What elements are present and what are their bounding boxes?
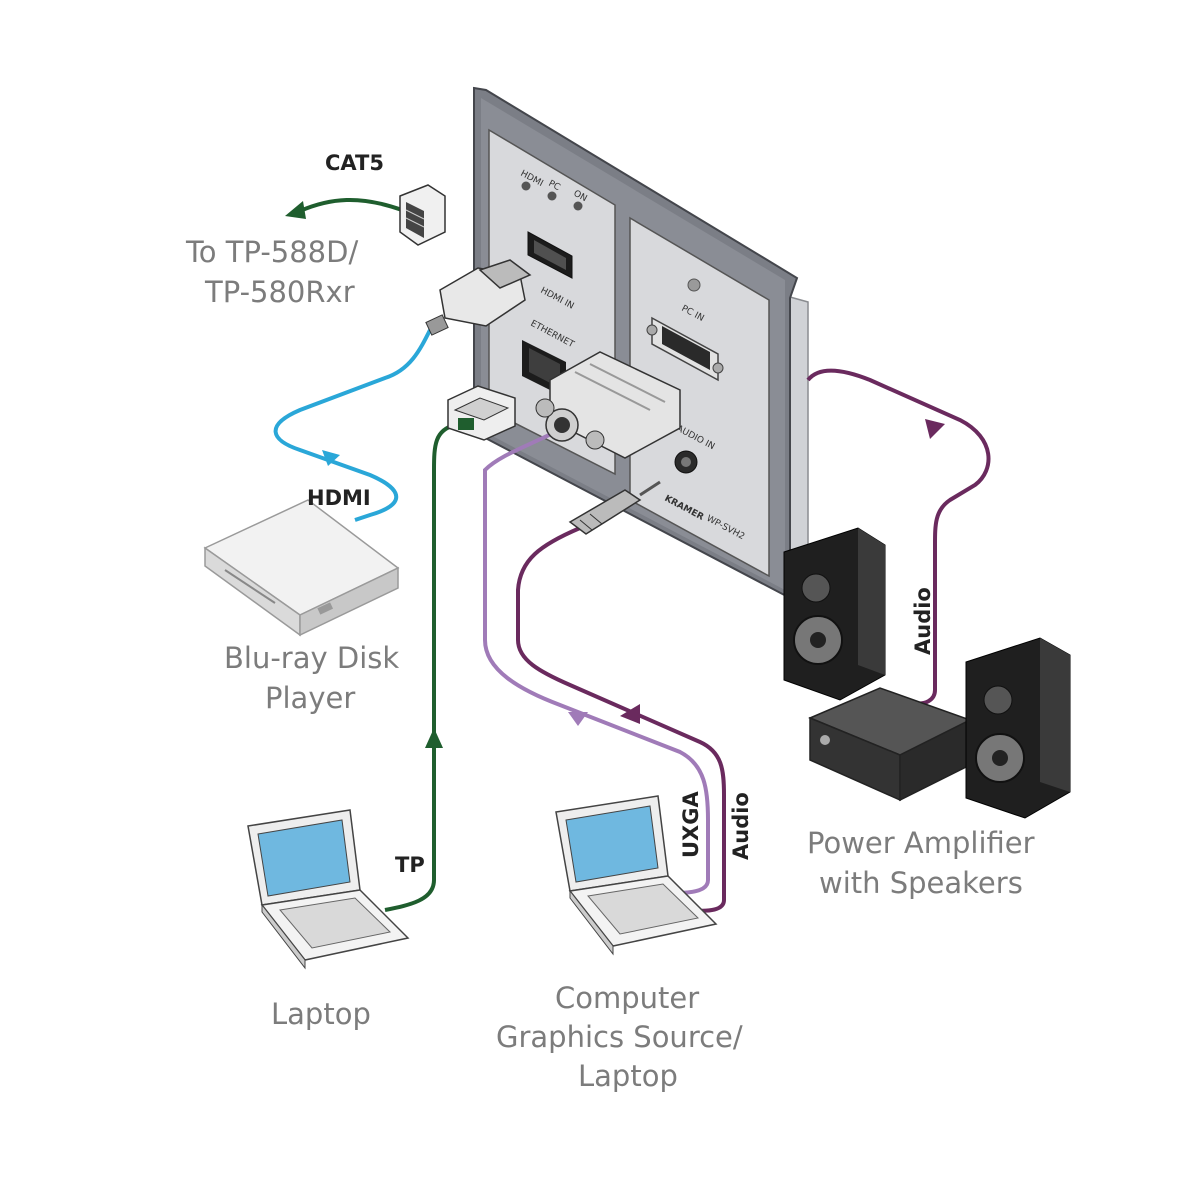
computer-label-line1: Computer <box>555 981 699 1015</box>
hdmi-cable-label: HDMI <box>307 486 371 510</box>
audio-jack-plug-icon <box>568 480 661 535</box>
to-tp-label-line1: To TP-588D/ <box>185 235 358 269</box>
pc-led <box>547 191 557 201</box>
cat5-label: CAT5 <box>325 151 384 175</box>
vga-plug-icon <box>535 351 681 459</box>
left-speaker-icon <box>783 527 886 701</box>
on-led <box>573 201 583 211</box>
bluray-label-line2: Player <box>265 681 355 715</box>
audio-source-cable-label: Audio <box>729 792 753 860</box>
audio-amp-cable-label: Audio <box>911 587 935 655</box>
uxga-cable-label: UXGA <box>679 791 703 858</box>
hdmi-plug-icon <box>425 259 532 336</box>
computer-label-line2: Graphics Source/ <box>496 1020 743 1054</box>
hdmi-led <box>521 181 531 191</box>
cat5-arrow-icon <box>285 201 306 219</box>
wall-plate <box>473 86 809 607</box>
amplifier-icon <box>808 687 972 802</box>
ethernet-plug-icon <box>447 385 516 441</box>
right-speaker-icon <box>965 637 1071 819</box>
tp-arrow-icon <box>425 728 443 748</box>
computer-laptop-icon <box>555 795 718 956</box>
bluray-player-icon <box>203 499 400 637</box>
cat5-cable <box>299 197 403 213</box>
laptop-icon <box>247 809 410 970</box>
audio-source-arrow-icon <box>620 704 640 724</box>
tp-cable-label: TP <box>395 853 425 877</box>
hdmi-arrow-icon <box>322 450 340 466</box>
led-pc-label: PC <box>547 179 562 193</box>
uxga-cable <box>483 430 710 895</box>
laptop-label: Laptop <box>271 997 371 1031</box>
uxga-arrow-icon <box>568 712 588 726</box>
computer-label-line3: Laptop <box>578 1059 678 1093</box>
audio-amp-arrow-icon <box>925 419 945 439</box>
tp-cable <box>384 423 456 912</box>
amp-label-line1: Power Amplifier <box>807 826 1035 860</box>
to-tp-label-line2: TP-580Rxr <box>204 275 355 309</box>
rj45-jack-icon <box>399 184 446 246</box>
audio-source-cable <box>516 526 726 913</box>
amp-label-line2: with Speakers <box>819 866 1023 900</box>
audio-amp-cable <box>806 368 991 706</box>
bluray-label-line1: Blu-ray Disk <box>224 641 399 675</box>
hdmi-cable <box>273 329 432 522</box>
